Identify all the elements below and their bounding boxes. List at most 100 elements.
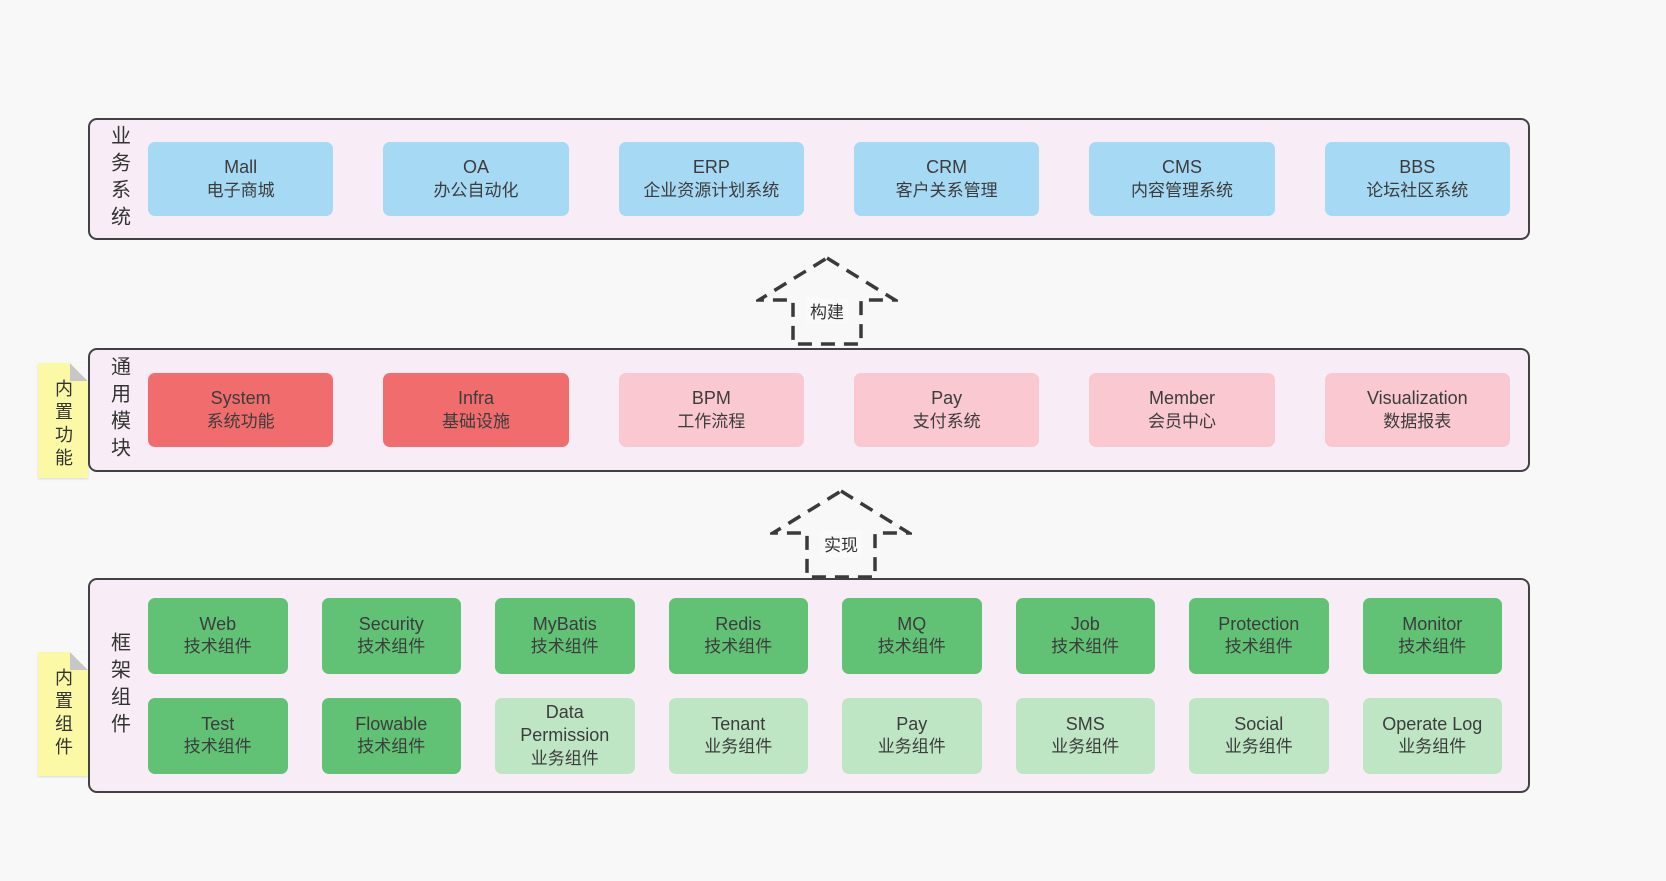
module-box-infra: Infra 基础设施 [383, 373, 569, 447]
box-name: BPM [691, 388, 731, 409]
component-box-test: Test 技术组件 [148, 697, 288, 774]
box-subtitle: 技术组件 [877, 637, 946, 657]
module-box-bpm: BPM 工作流程 [618, 373, 804, 447]
up-arrow-icon [770, 488, 912, 579]
box-name: OA [462, 157, 489, 178]
box-name: Redis [715, 613, 762, 634]
module-box-visualization: Visualization 数据报表 [1324, 373, 1510, 447]
system-box-crm: CRM 客户关系管理 [853, 142, 1040, 216]
box-subtitle: 业务组件 [530, 748, 599, 768]
box-subtitle: 技术组件 [1051, 637, 1120, 657]
component-box-mybatis: MyBatis 技术组件 [495, 597, 635, 674]
component-box-operate-log: Operate Log 业务组件 [1362, 697, 1502, 774]
box-subtitle: 客户关系管理 [895, 180, 998, 200]
box-name: Visualization [1366, 388, 1468, 409]
layer-label-modules: 通用模块 [90, 350, 148, 470]
box-subtitle: 技术组件 [704, 637, 773, 657]
system-box-bbs: BBS 论坛社区系统 [1324, 142, 1510, 216]
box-name: Protection [1218, 613, 1300, 634]
component-box-social: Social 业务组件 [1189, 697, 1329, 774]
box-subtitle: 电子商城 [206, 180, 275, 200]
arrow-build-label: 构建 [806, 297, 848, 324]
box-subtitle: 企业资源计划系统 [643, 180, 780, 200]
layer-label-business: 业务系统 [90, 120, 148, 238]
arrow-implement-label: 实现 [820, 530, 862, 557]
module-box-system: System 系统功能 [148, 373, 334, 447]
component-box-sms: SMS 业务组件 [1015, 697, 1155, 774]
component-box-web: Web 技术组件 [148, 597, 288, 674]
layer-label-components: 框架组件 [90, 580, 148, 791]
note-text: 内置功能 [53, 379, 73, 471]
system-box-mall: Mall 电子商城 [148, 142, 334, 216]
box-subtitle: 技术组件 [1224, 637, 1293, 657]
box-subtitle: 业务组件 [1224, 737, 1293, 757]
component-box-pay: Pay 业务组件 [842, 697, 982, 774]
component-box-mq: MQ 技术组件 [842, 597, 982, 674]
box-name: Member [1148, 388, 1215, 409]
layer-framework-components: 框架组件 Web 技术组件 Security 技术组件 MyBatis 技术组件… [88, 578, 1530, 793]
box-name: Social [1234, 713, 1284, 734]
box-name: Monitor [1402, 613, 1463, 634]
box-name: Pay [931, 388, 963, 409]
box-name: Test [201, 713, 235, 734]
box-name: Web [199, 613, 237, 634]
box-name: Mall [224, 157, 258, 178]
box-subtitle: 基础设施 [441, 411, 510, 431]
component-box-protection: Protection 技术组件 [1189, 597, 1329, 674]
arrow-implement: 实现 [770, 488, 912, 580]
box-subtitle: 技术组件 [1398, 637, 1467, 657]
box-subtitle: 技术组件 [530, 637, 599, 657]
box-name: System [210, 388, 271, 409]
layer-modules-content: System 系统功能 Infra 基础设施 BPM 工作流程 Pay 支付系统… [148, 350, 1528, 470]
box-subtitle: 技术组件 [357, 637, 426, 657]
box-subtitle: 业务组件 [704, 737, 773, 757]
folded-corner-icon [70, 363, 88, 381]
system-box-erp: ERP 企业资源计划系统 [618, 142, 804, 216]
component-box-tenant: Tenant 业务组件 [668, 697, 808, 774]
box-subtitle: 办公自动化 [433, 180, 519, 200]
layer-business-content: Mall 电子商城 OA 办公自动化 ERP 企业资源计划系统 CRM 客户关系… [148, 120, 1528, 238]
box-name: Flowable [355, 713, 428, 734]
module-box-member: Member 会员中心 [1089, 373, 1275, 447]
box-subtitle: 论坛社区系统 [1366, 180, 1469, 200]
layer-components-content: Web 技术组件 Security 技术组件 MyBatis 技术组件 Redi… [148, 580, 1528, 791]
box-name: ERP [692, 157, 730, 178]
component-box-flowable: Flowable 技术组件 [321, 697, 461, 774]
box-subtitle: 系统功能 [206, 411, 275, 431]
component-box-job: Job 技术组件 [1015, 597, 1155, 674]
folded-corner-icon [70, 652, 88, 670]
box-name: Pay [896, 713, 928, 734]
box-subtitle: 业务组件 [1051, 737, 1120, 757]
box-name: Data Permission [520, 702, 610, 746]
box-name: BBS [1399, 157, 1436, 178]
layer-label-text: 业务系统 [107, 125, 130, 233]
component-box-redis: Redis 技术组件 [668, 597, 808, 674]
box-name: Tenant [711, 713, 766, 734]
layer-label-text: 框架组件 [107, 631, 130, 740]
box-subtitle: 技术组件 [357, 737, 426, 757]
box-subtitle: 内容管理系统 [1130, 180, 1233, 200]
box-subtitle: 技术组件 [183, 637, 252, 657]
box-name: CRM [926, 157, 968, 178]
box-subtitle: 会员中心 [1147, 411, 1216, 431]
layer-business-systems: 业务系统 Mall 电子商城 OA 办公自动化 ERP 企业资源计划系统 CRM… [88, 118, 1530, 240]
box-name: Security [358, 613, 424, 634]
box-name: SMS [1065, 713, 1105, 734]
arrow-build: 构建 [756, 255, 898, 347]
system-box-cms: CMS 内容管理系统 [1089, 142, 1275, 216]
box-name: MyBatis [532, 613, 597, 634]
box-subtitle: 技术组件 [183, 737, 252, 757]
box-subtitle: 支付系统 [912, 411, 981, 431]
sticky-note-built-in-features: 内置功能 [38, 363, 88, 478]
component-box-security: Security 技术组件 [321, 597, 461, 674]
box-name: Infra [457, 388, 494, 409]
module-box-pay: Pay 支付系统 [853, 373, 1040, 447]
component-box-data-permission: Data Permission 业务组件 [495, 697, 635, 774]
box-subtitle: 数据报表 [1383, 411, 1452, 431]
sticky-note-built-in-components: 内置组件 [38, 652, 88, 776]
box-name: Job [1070, 613, 1100, 634]
up-arrow-icon [756, 255, 898, 346]
box-name: MQ [897, 613, 927, 634]
system-box-oa: OA 办公自动化 [383, 142, 569, 216]
